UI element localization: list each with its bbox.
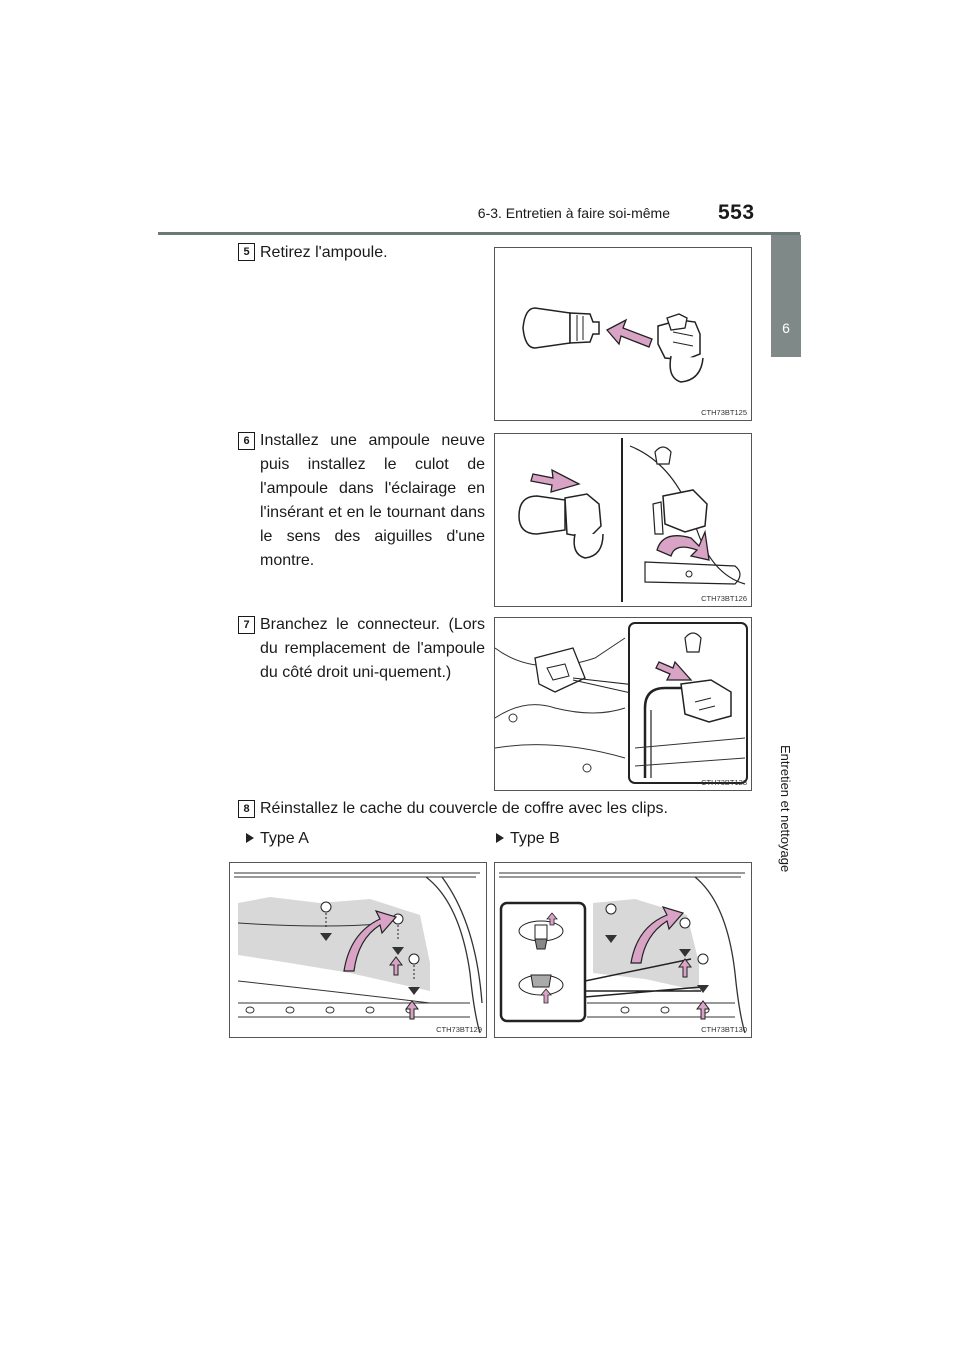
triangle-bullet-icon [246, 833, 254, 843]
chapter-title-vertical: Entretien et nettoyage [771, 360, 801, 920]
chapter-title: Entretien et nettoyage [778, 745, 793, 873]
figure-code: CTH73BT130 [701, 1025, 747, 1034]
page-number: 553 [718, 201, 755, 224]
step-number-5: 5 [238, 243, 255, 261]
bulb-install-illustration [518, 438, 746, 602]
figure-code: CTH73BT128 [701, 778, 747, 787]
connector-illustration [495, 622, 748, 784]
step-text-7: Branchez le connecteur. (Lors du remplac… [260, 616, 485, 681]
figure-install-bulb: CTH73BT126 [494, 433, 752, 607]
type-b-text: Type B [510, 830, 560, 847]
trunk-cover-type-a-illustration [234, 872, 483, 1034]
triangle-bullet-icon [496, 833, 504, 843]
figure-type-b: CTH73BT130 [494, 862, 752, 1038]
figure-type-a: CTH73BT129 [229, 862, 487, 1038]
type-b-label: Type B [496, 830, 560, 848]
step-text-5: Retirez l'ampoule. [260, 244, 388, 261]
figure-code: CTH73BT126 [701, 594, 747, 603]
figure-code: CTH73BT129 [436, 1025, 482, 1034]
type-a-label: Type A [246, 830, 309, 848]
bulb-removal-illustration [522, 307, 704, 383]
step-text-6: Installez une ampoule neuve puis install… [260, 432, 485, 569]
trunk-cover-type-b-illustration [499, 872, 746, 1034]
section-title: 6-3. Entretien à faire soi-même [477, 205, 670, 221]
figure-connect-connector: CTH73BT128 [494, 617, 752, 791]
header-rule [158, 232, 800, 235]
step-number-8: 8 [238, 800, 255, 818]
chapter-number: 6 [782, 320, 790, 336]
figure-code: CTH73BT125 [701, 408, 747, 417]
step-number-6: 6 [238, 432, 255, 450]
step-number-7: 7 [238, 616, 255, 634]
step-text-8: Réinstallez le cache du couvercle de cof… [260, 800, 668, 817]
chapter-tab [771, 235, 801, 357]
type-a-text: Type A [260, 830, 309, 847]
figure-remove-bulb: CTH73BT125 [494, 247, 752, 421]
